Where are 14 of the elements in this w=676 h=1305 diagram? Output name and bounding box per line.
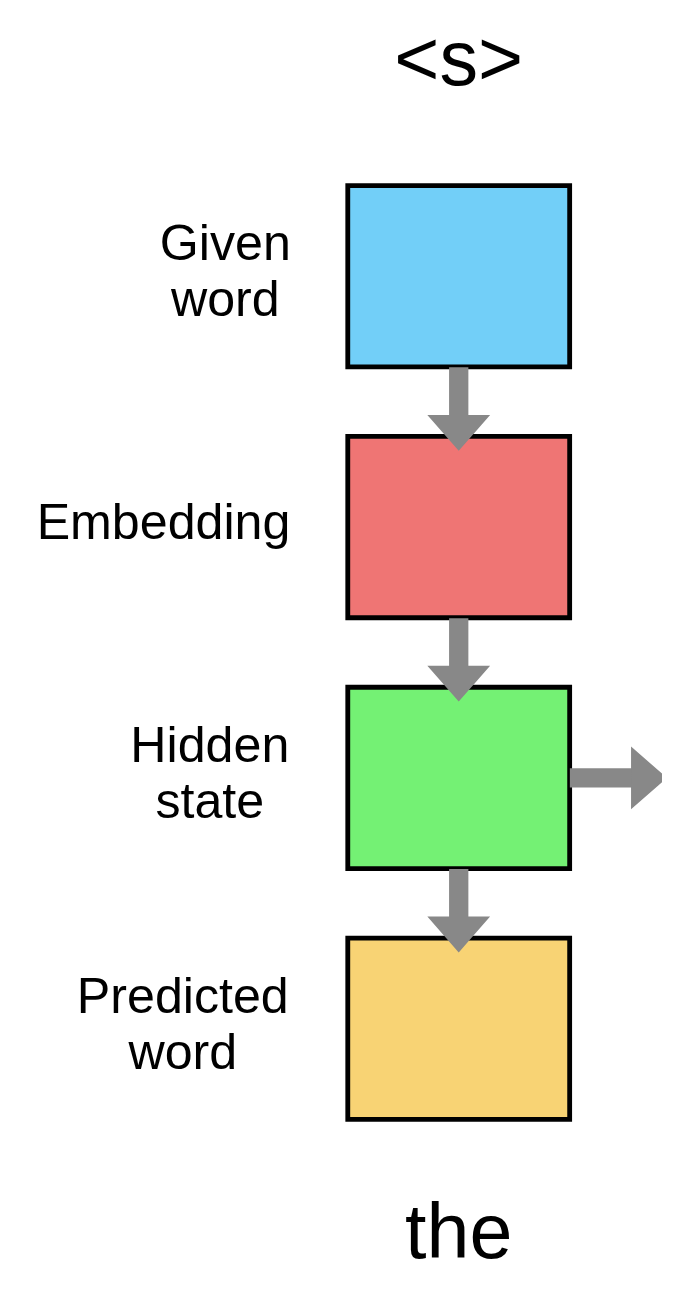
node-label: Given word — [159, 215, 291, 328]
node-box — [345, 935, 573, 1122]
label: <s> — [394, 15, 524, 102]
node-label: Predicted word — [76, 967, 289, 1080]
arrow — [427, 618, 491, 702]
label: the — [405, 1188, 513, 1275]
node-label: Hidden state — [130, 717, 290, 830]
node-box — [345, 684, 573, 871]
node-label: Embedding — [36, 494, 291, 551]
arrow — [427, 869, 491, 953]
node-box — [345, 434, 573, 621]
node-box — [345, 183, 573, 370]
arrow — [427, 367, 491, 451]
arrow — [569, 746, 662, 810]
